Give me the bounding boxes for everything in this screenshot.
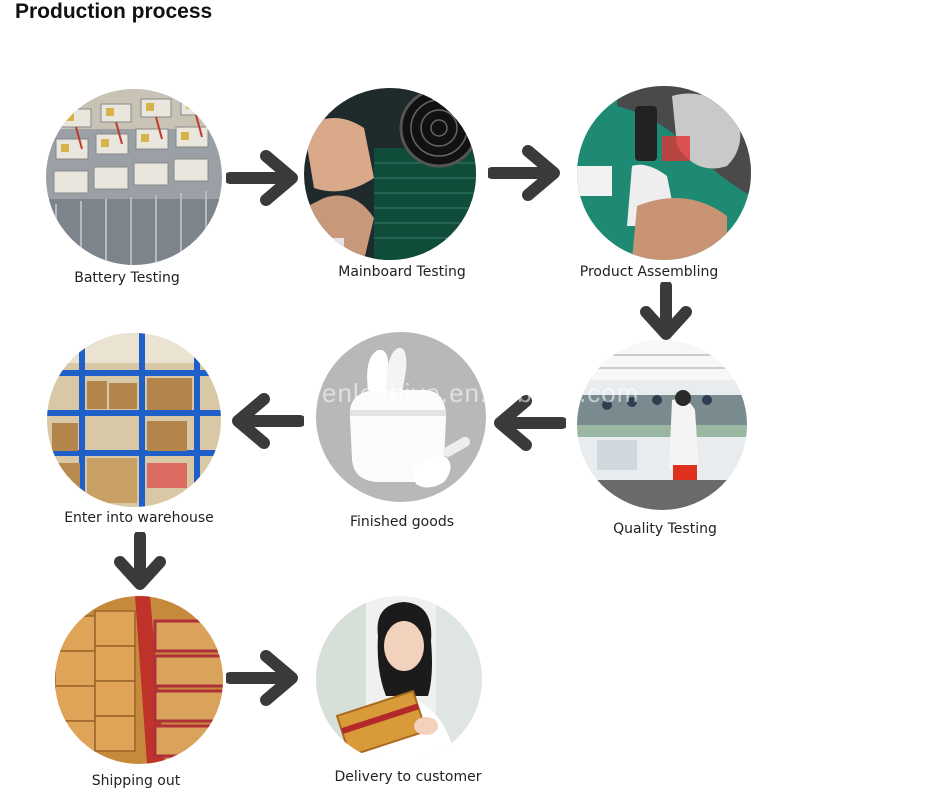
arrow-right-icon xyxy=(226,150,298,206)
arrow-down-icon xyxy=(114,532,166,590)
step-label-mainboard-testing: Mainboard Testing xyxy=(338,264,466,280)
arrow-left-icon xyxy=(494,395,566,451)
step-label-quality-testing: Quality Testing xyxy=(613,521,717,537)
shipping-out-image xyxy=(55,596,223,764)
arrow-left-icon xyxy=(232,393,304,449)
arrow-down-icon xyxy=(640,282,692,340)
page-title: Production process xyxy=(15,0,213,23)
battery-testing-image xyxy=(46,89,222,265)
warehouse-image xyxy=(47,333,221,507)
step-label-enter-into-warehouse: Enter into warehouse xyxy=(64,510,214,526)
delivery-to-customer-image xyxy=(316,596,482,762)
watermark-text: enleshiye.en.alibaba.com xyxy=(322,378,640,408)
quality-testing-image xyxy=(577,340,747,510)
step-label-battery-testing: Battery Testing xyxy=(74,270,180,286)
product-assembling-image xyxy=(577,86,751,260)
step-label-product-assembling: Product Assembling xyxy=(579,264,719,280)
arrow-right-icon xyxy=(226,650,298,706)
finished-goods-image xyxy=(316,332,486,502)
mainboard-testing-image xyxy=(304,88,476,260)
arrow-right-icon xyxy=(488,145,560,201)
step-label-delivery-to-customer: Delivery to customer xyxy=(334,769,482,785)
step-label-shipping-out: Shipping out xyxy=(91,773,181,789)
step-label-finished-goods: Finished goods xyxy=(349,514,455,530)
